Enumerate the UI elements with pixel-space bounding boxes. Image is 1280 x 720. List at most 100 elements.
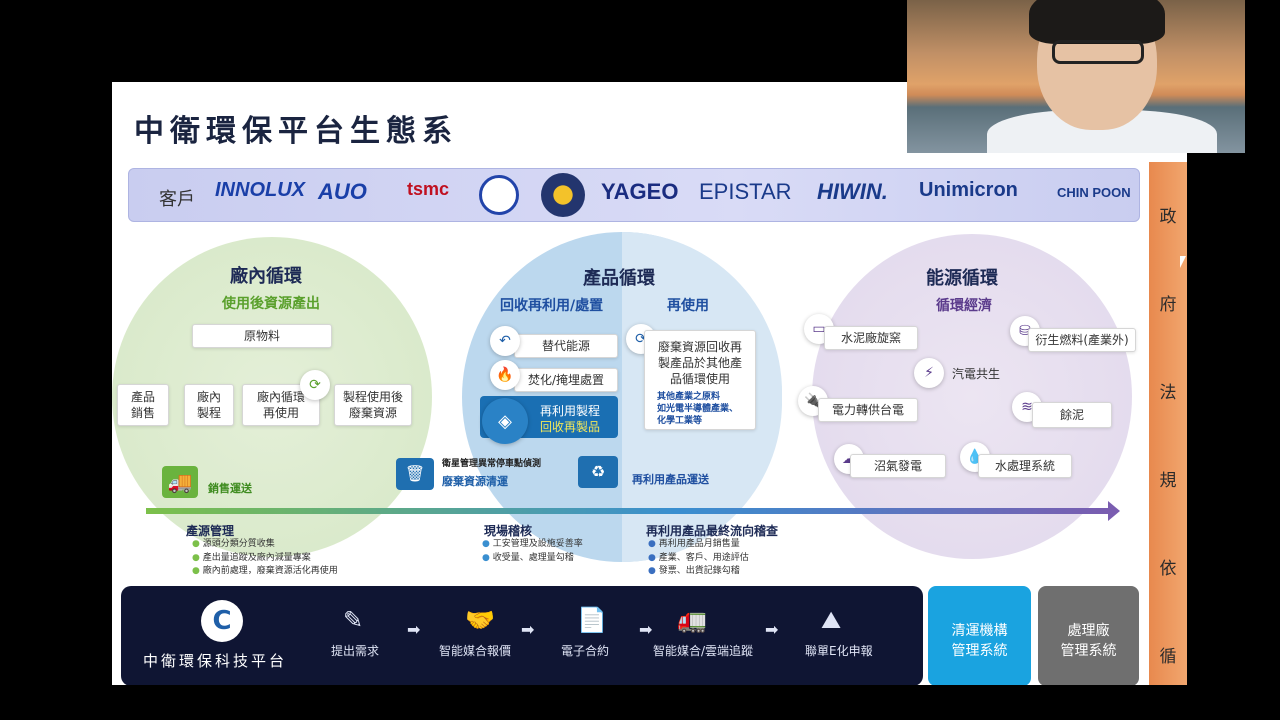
logo-auo: AUO [318,179,367,204]
raw-material-box: 原物料 [192,324,332,348]
logo-yageo: YAGEO [601,179,679,204]
product-loop-title: 產品循環 [583,268,655,289]
gps-detection-label: 衛星管理異常停車點偵測 [442,459,542,469]
waste-truck-icon: 🗑 [396,458,434,490]
recycled-product-label: 回收再製品 [540,420,601,434]
recycle-process-label: 再利用製程 [540,404,601,418]
energy-loop-circle [812,234,1132,559]
glasses [1052,40,1144,64]
logo-epistar: EPISTAR [699,179,792,204]
step-arrow-icon: ➡ [407,620,421,639]
epa-icon: ⛰ [821,606,842,634]
gov-char: 規 [1159,471,1177,491]
factory-reuse-box: 廠內循環 再使用 [242,384,320,426]
reuse-desc: 廢棄資源回收再 製產品於其他產 品循環使用 [657,339,742,386]
reuse-note: 其他產業之原料 如光電半導體產業、 化學工業等 [657,392,739,427]
final-flow-point: ● 產業、客戶、用途評估 [648,552,749,563]
dropbox-icon: ◈ [482,398,528,444]
logo-hiwin: HIWIN. [817,179,888,204]
mouse-cursor-icon [1180,256,1186,268]
power-grid-box: 電力轉供台電 [818,398,918,422]
process-waste-box: 製程使用後 廢棄資源 [334,384,412,426]
government-regulation-bar: 政 府 法 規 依 循 [1149,162,1187,685]
fire-icon: 🔥 [490,360,520,390]
source-mgmt-point: ● 源頭分類分質收集 [192,539,275,549]
incineration-box: 焚化/掩埋處置 [514,368,618,392]
source-mgmt-points: ● 源頭分類分質收集 ● 產出量追蹤及廠內減量專案 ● 廠內前處理，廢棄資源活化… [192,538,338,579]
alt-energy-box: 替代能源 [514,334,618,358]
logo-unimicron: Unimicron [919,179,1018,201]
step-quote: 智能媒合報價 [439,644,512,658]
logo-emblem-2 [541,173,585,217]
factory-process-box: 廠內 製程 [184,384,234,426]
site-audit-point: ● 工安管理及設施妥善率 [482,539,583,549]
factory-loop-subtitle: 使用後資源產出 [222,296,320,312]
site-audit-point: ● 收受量、處理量勾稽 [482,552,574,563]
sales-shipping-label: 銷售運送 [208,482,252,495]
cement-kiln-box: 水泥廠旋窯 [824,326,918,350]
biogas-box: 沼氣發電 [850,454,946,478]
final-flow-title: 再利用產品最終流向稽查 [646,524,779,538]
reuse-desc-box: 廢棄資源回收再 製產品於其他產 品循環使用 其他產業之原料 如光電半導體產業、 … [644,330,756,430]
energy-loop-title: 能源循環 [926,268,998,289]
handshake-icon: 🤝 [465,606,495,634]
step-tracking: 智能媒合/雲端追蹤 [653,644,754,658]
recycle-truck-icon: ♻ [578,456,618,488]
waste-clean-label: 廢棄資源清運 [442,475,508,488]
lightning-icon: ⚡ [914,358,944,388]
process-system-box: 處理廠 管理系統 [1038,586,1139,685]
gov-char: 法 [1159,383,1177,403]
flow-arrow [146,508,1110,514]
logo-emblem-1 [479,175,519,215]
derived-fuel-box: 衍生燃料(產業外) [1028,328,1136,352]
recycle-shipping-label: 再利用產品運送 [632,473,709,486]
webcam-video[interactable] [907,0,1245,153]
step-arrow-icon: ➡ [765,620,779,639]
platform-name: 中衛環保科技平台 [143,652,288,670]
clean-system-box: 清運機構 管理系統 [928,586,1031,685]
platform-bar: C 中衛環保科技平台 ✎ 提出需求 ➡ 🤝 智能媒合報價 ➡ 📄 電子合約 ➡ … [121,586,923,685]
logo-chinpoon: CHIN POON [1057,185,1131,200]
source-mgmt-point: ● 產出量追蹤及廠內減量專案 [192,552,311,563]
step-arrow-icon: ➡ [521,620,535,639]
step-arrow-icon: ➡ [639,620,653,639]
slide-title: 中衛環保平台生態系 [134,114,458,149]
logo-innolux: INNOLUX [215,179,305,201]
site-audit-title: 現場稽核 [484,524,533,538]
presentation-slide: 中衛環保平台生態系 客戶 INNOLUX AUO tsmc YAGEO EPIS… [112,82,1187,685]
delivery-truck-icon: 🚚 [162,466,198,498]
final-flow-points: ● 再利用產品月銷售量 ● 產業、客戶、用途評估 ● 發票、出貨記錄勾稽 [648,538,749,579]
flow-arrow-head [1108,501,1120,521]
cogeneration-box: 汽電共生 [951,366,1000,381]
final-flow-point: ● 再利用產品月銷售量 [648,539,740,549]
person-hair [1029,0,1165,44]
undo-arrow-icon: ↶ [490,326,520,356]
gov-char: 政 [1159,207,1177,227]
gov-char: 府 [1159,295,1177,315]
request-icon: ✎ [343,606,364,634]
platform-logo-icon: C [201,600,243,642]
customers-bar: 客戶 INNOLUX AUO tsmc YAGEO EPISTAR HIWIN.… [128,168,1140,222]
energy-loop-subtitle: 循環經濟 [936,298,992,314]
step-declaration: 聯單E化申報 [805,644,873,658]
tracking-truck-icon: 🚛 [677,606,707,634]
step-request: 提出需求 [331,644,380,658]
logo-tsmc: tsmc [407,179,450,199]
cycle-icon: ⟳ [300,370,330,400]
source-mgmt-title: 產源管理 [186,524,235,538]
source-mgmt-point: ● 廠內前處理，廢棄資源活化再使用 [192,566,338,576]
customers-label: 客戶 [159,189,195,210]
contract-icon: 📄 [577,606,607,634]
reuse-subtitle: 再使用 [667,298,709,314]
recycle-reuse-subtitle: 回收再利用/處置 [500,298,604,314]
final-flow-point: ● 發票、出貨記錄勾稽 [648,566,740,576]
sludge-box: 餘泥 [1032,402,1112,428]
gov-char: 循 [1159,647,1177,667]
gov-char: 依 [1159,559,1177,579]
water-treatment-box: 水處理系統 [978,454,1072,478]
factory-loop-title: 廠內循環 [230,266,302,287]
product-sales-box: 產品 銷售 [117,384,169,426]
step-contract: 電子合約 [561,644,610,658]
site-audit-points: ● 工安管理及設施妥善率 ● 收受量、處理量勾稽 [482,538,583,565]
